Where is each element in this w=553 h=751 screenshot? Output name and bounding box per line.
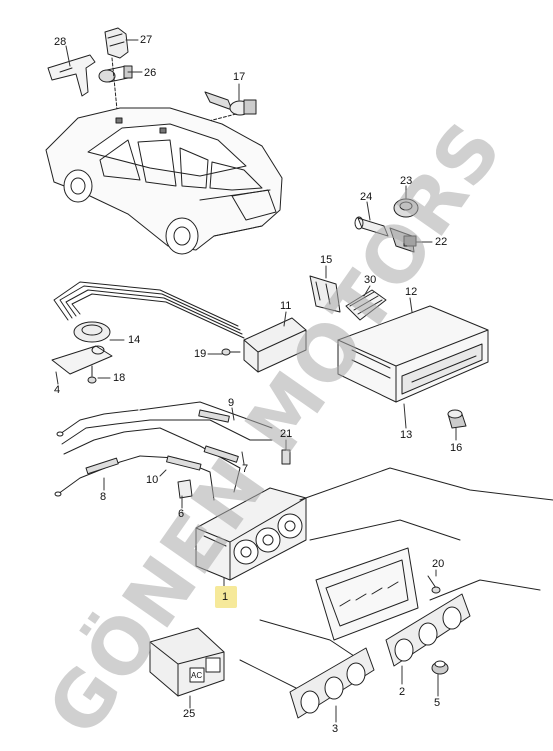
part-label-15: 15	[320, 254, 333, 266]
highlight-part-1	[215, 586, 237, 608]
switch-26	[98, 65, 133, 83]
part-label-13: 13	[400, 429, 413, 441]
bracket-15	[309, 275, 341, 313]
part-label-12: 12	[405, 286, 418, 298]
bowden-cables	[54, 401, 273, 501]
part-label-10: 10	[146, 474, 159, 486]
sensor-14	[51, 321, 113, 375]
screw-20	[427, 575, 441, 594]
part-label-2: 2	[399, 686, 406, 698]
part-label-17: 17	[233, 71, 246, 83]
bulb-24	[354, 216, 389, 237]
part-label-30: 30	[364, 274, 377, 286]
part-label-6: 6	[178, 508, 185, 520]
bulb-holder-23	[393, 198, 419, 218]
screw-18	[87, 365, 97, 384]
ac-switch-25	[149, 627, 225, 697]
knob-5	[431, 660, 449, 675]
socket-22	[389, 227, 417, 253]
clip-6	[177, 479, 193, 499]
leader-lines	[55, 39, 457, 723]
part-label-1: 1	[222, 591, 229, 603]
part-label-5: 5	[434, 697, 441, 709]
part-label-11: 11	[280, 300, 292, 312]
cover-30	[345, 289, 387, 321]
module-11	[243, 317, 307, 373]
bracket-28	[47, 54, 96, 97]
part-label-18: 18	[113, 372, 126, 384]
part-label-7: 7	[242, 463, 249, 475]
part-label-22: 22	[435, 236, 448, 248]
part-label-8: 8	[100, 491, 107, 503]
part-label-24: 24	[360, 191, 373, 203]
trim-panel-3	[289, 647, 375, 719]
dashboard-outline	[239, 467, 553, 701]
part-label-14: 14	[128, 334, 141, 346]
part-label-23: 23	[400, 175, 413, 187]
knob-16	[447, 409, 467, 429]
part-label-20: 20	[432, 558, 445, 570]
car-illustration	[45, 107, 283, 255]
control-unit-12	[337, 305, 489, 403]
part-label-19: 19	[194, 348, 207, 360]
part-label-21: 21	[280, 428, 293, 440]
part-label-3: 3	[332, 723, 339, 735]
part-label-9: 9	[228, 397, 235, 409]
switch-17	[204, 91, 257, 116]
part-label-16: 16	[450, 442, 463, 454]
screw-19	[221, 348, 241, 356]
part-label-28: 28	[54, 36, 67, 48]
part-label-25: 25	[183, 708, 196, 720]
part-label-26: 26	[144, 67, 157, 79]
cable-bundle	[53, 281, 245, 339]
ac-button-text: AC	[191, 671, 203, 680]
trim-panel-2	[385, 593, 471, 667]
part-label-27: 27	[140, 34, 153, 46]
heater-control-unit-1	[195, 487, 307, 581]
switch-27	[104, 27, 129, 59]
part-label-4: 4	[54, 384, 61, 396]
